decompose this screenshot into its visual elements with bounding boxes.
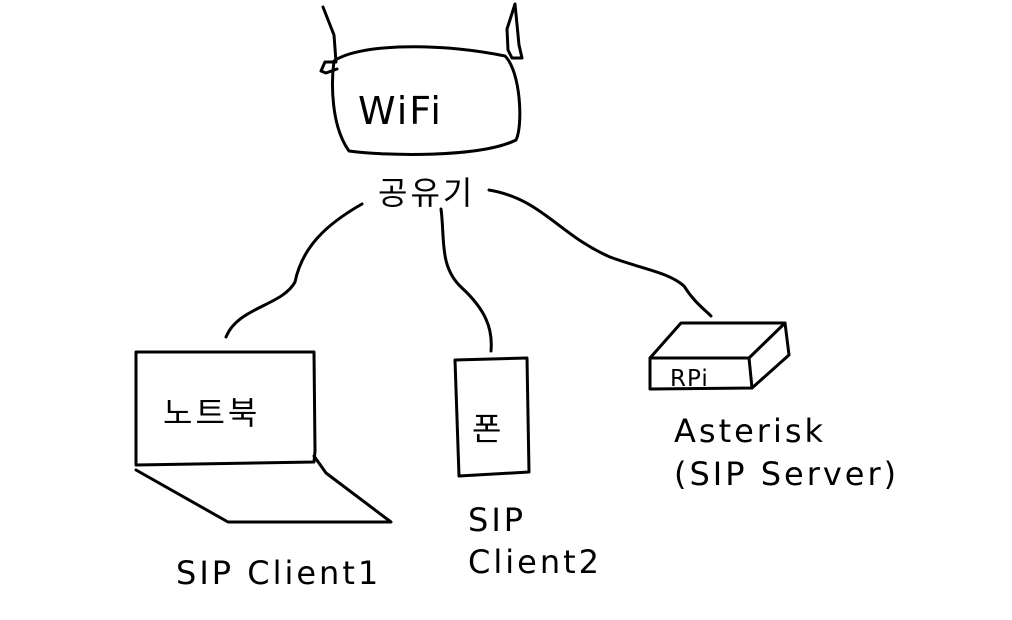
wifi-router: WiFi 공유기 — [319, 2, 524, 212]
phone-caption-line2: Client2 — [468, 543, 602, 581]
phone: 폰 SIP Client2 — [453, 356, 602, 581]
router-body — [331, 45, 522, 156]
network-links — [224, 188, 713, 353]
laptop-base — [134, 454, 393, 524]
laptop-caption: SIP Client1 — [176, 554, 381, 592]
phone-screen-label: 폰 — [472, 410, 504, 448]
link-router-to-laptop — [224, 202, 364, 339]
link-router-to-phone — [439, 207, 493, 353]
rpi-box-top — [648, 321, 787, 360]
router-antenna-right — [505, 2, 524, 60]
phone-body — [453, 356, 531, 478]
raspberry-pi-server: RPi Asterisk (SIP Server) — [648, 321, 899, 493]
rpi-box-side — [750, 321, 791, 390]
rpi-box-label: RPi — [670, 366, 709, 392]
laptop-screen-label: 노트북 — [163, 394, 260, 432]
phone-caption-line1: SIP — [468, 501, 526, 539]
rpi-caption-line2: (SIP Server) — [674, 455, 899, 493]
laptop: 노트북 SIP Client1 — [134, 350, 393, 592]
rpi-caption-line1: Asterisk — [674, 412, 826, 450]
router-sublabel: 공유기 — [378, 174, 475, 212]
router-label: WiFi — [358, 89, 443, 133]
router-antenna-left — [319, 5, 339, 75]
link-router-to-rpi — [487, 188, 713, 318]
